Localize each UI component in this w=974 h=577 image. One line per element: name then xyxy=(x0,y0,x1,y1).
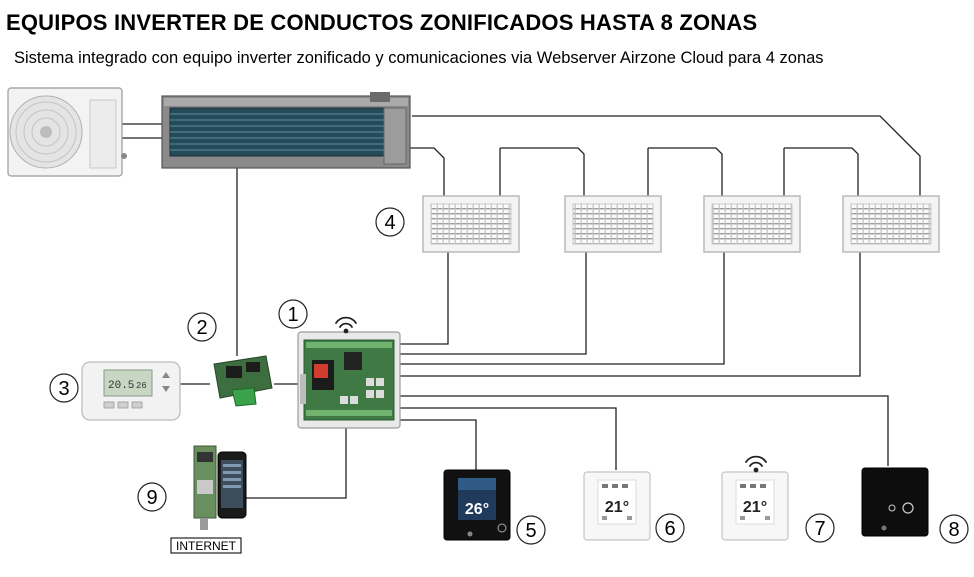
wire-grille-1 xyxy=(400,252,449,345)
svg-text:20.5: 20.5 xyxy=(108,380,134,392)
wire-grille-4 xyxy=(400,252,861,377)
svg-text:5: 5 xyxy=(525,520,536,542)
thermostat-7-temp: 21° xyxy=(743,499,767,516)
duct-to-grille-1 xyxy=(410,147,445,196)
wire-thermostat-8 xyxy=(400,395,889,466)
callout-2: 2 xyxy=(187,312,217,342)
wire-thermostat-6 xyxy=(400,407,617,470)
zone-grilles xyxy=(422,195,940,253)
smartphone xyxy=(217,451,247,519)
callout-7: 7 xyxy=(805,513,835,543)
callouts: 1 2 3 4 5 6 7 xyxy=(49,207,969,545)
callout-4: 4 xyxy=(375,207,405,237)
duct-to-grille-4c xyxy=(412,115,921,196)
svg-text:9: 9 xyxy=(146,487,157,509)
duct-to-grille-2 xyxy=(500,147,585,196)
grille-1 xyxy=(422,195,520,253)
svg-text:7: 7 xyxy=(814,518,825,540)
thermostat-5-temp: 26° xyxy=(465,501,489,518)
thermostat-lite-black xyxy=(861,467,929,537)
wire-thermostat-5 xyxy=(400,419,477,470)
thermostat-6-temp: 21° xyxy=(605,499,629,516)
conventional-thermostat: 20.5 26 xyxy=(81,361,181,421)
main-zoning-board xyxy=(297,331,401,429)
wire-grille-2 xyxy=(400,252,587,355)
internet-label: INTERNET xyxy=(170,537,242,554)
thermostat-think-color: 26° xyxy=(443,469,511,541)
wire-board-to-webserver xyxy=(246,428,347,499)
svg-text:26: 26 xyxy=(136,381,147,391)
wifi-icon-thermostat-7 xyxy=(745,455,767,473)
svg-text:1: 1 xyxy=(287,304,298,326)
wire-grille-3 xyxy=(400,252,725,365)
callout-3: 3 xyxy=(49,373,79,403)
duct-to-grille-3 xyxy=(648,147,723,196)
grille-4 xyxy=(842,195,940,253)
callout-5: 5 xyxy=(516,515,546,545)
wiring xyxy=(122,115,921,499)
svg-text:6: 6 xyxy=(664,518,675,540)
outdoor-unit xyxy=(7,87,127,177)
svg-text:8: 8 xyxy=(948,519,959,541)
duct-to-grille-4 xyxy=(784,147,859,196)
webserver-module xyxy=(193,445,217,530)
interface-card xyxy=(213,355,273,407)
callout-9: 9 xyxy=(137,482,167,512)
grille-2 xyxy=(564,195,662,253)
grille-3 xyxy=(703,195,801,253)
svg-text:2: 2 xyxy=(196,317,207,339)
internet-label-text: INTERNET xyxy=(176,539,237,553)
callout-6: 6 xyxy=(655,513,685,543)
thermostat-think-white-wireless: 21° xyxy=(721,471,789,541)
thermostat-think-white: 21° xyxy=(583,471,651,541)
page-title: EQUIPOS INVERTER DE CONDUCTOS ZONIFICADO… xyxy=(6,10,758,35)
svg-text:4: 4 xyxy=(384,212,395,234)
indoor-duct-unit xyxy=(161,92,411,169)
svg-text:3: 3 xyxy=(58,378,69,400)
callout-8: 8 xyxy=(939,514,969,544)
callout-1: 1 xyxy=(278,299,308,329)
page-subtitle: Sistema integrado con equipo inverter zo… xyxy=(14,49,824,67)
wifi-icon xyxy=(335,316,357,334)
